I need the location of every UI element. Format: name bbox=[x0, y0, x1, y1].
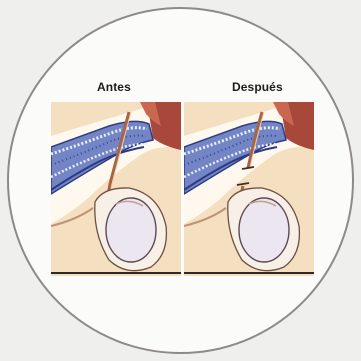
before-anatomy-illustration bbox=[51, 102, 181, 276]
after-anatomy-illustration bbox=[184, 102, 314, 276]
before-label: Antes bbox=[97, 80, 131, 94]
before-testicle bbox=[106, 198, 156, 262]
after-label: Después bbox=[232, 80, 283, 94]
after-panel bbox=[184, 102, 314, 276]
after-testicle bbox=[239, 198, 289, 262]
before-panel bbox=[51, 102, 181, 276]
